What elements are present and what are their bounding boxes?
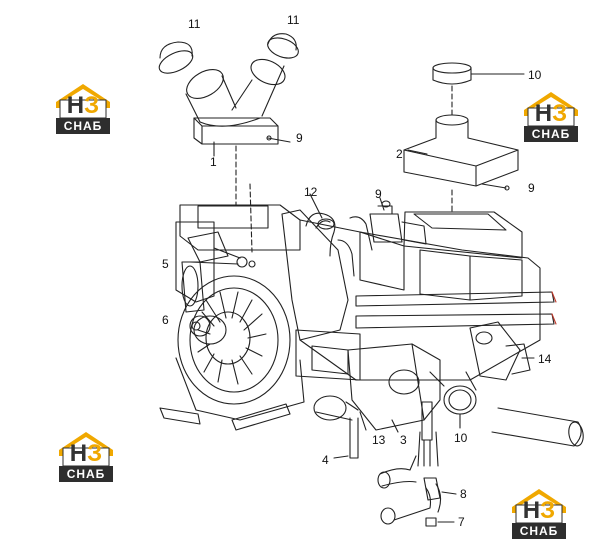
callout-3: 3 — [400, 433, 407, 447]
callout-9-left: 9 — [296, 131, 303, 145]
funnel-duct-2 — [403, 114, 519, 187]
logo-text: СНАБ — [66, 467, 106, 481]
logo-monogram: НЗ — [66, 92, 100, 119]
callout-12: 12 — [304, 185, 318, 199]
valve-block-5 — [187, 231, 256, 268]
callout-10-bottom: 10 — [454, 431, 468, 445]
cap-10 — [432, 62, 472, 85]
screw-9a — [267, 137, 291, 143]
hoses-12 — [305, 212, 373, 277]
screw-9b — [481, 183, 507, 189]
center-line-screw — [249, 183, 253, 253]
drain-tube — [417, 401, 439, 467]
house-logo-icon — [524, 92, 578, 142]
leader-3 — [391, 419, 399, 433]
leader-8 — [441, 491, 457, 495]
fittings-8 — [377, 455, 442, 525]
logo-text: СНАБ — [63, 119, 103, 133]
leader-5 — [189, 261, 239, 265]
callout-1: 1 — [210, 155, 217, 169]
leader-9c — [379, 197, 385, 211]
callout-2: 2 — [396, 147, 403, 161]
electric-motor-left — [181, 261, 205, 313]
electric-motor-14 — [469, 321, 531, 381]
twin-elbow-duct — [185, 58, 286, 127]
clamp-7 — [425, 517, 437, 527]
callout-9-mid: 9 — [375, 187, 382, 201]
house-logo-icon — [56, 84, 110, 134]
leader-4 — [333, 455, 349, 459]
rod-4 — [349, 417, 359, 459]
logo-text: СНАБ — [519, 524, 559, 538]
callout-9-right: 9 — [528, 181, 535, 195]
callout-10-top: 10 — [528, 68, 542, 82]
logo-text: СНАБ — [531, 127, 571, 141]
heater-housing — [159, 204, 541, 431]
outlet-hose — [491, 407, 584, 447]
logo-monogram: НЗ — [522, 497, 556, 524]
callout-13: 13 — [372, 433, 386, 447]
outlet-pipe-10 — [429, 371, 477, 415]
logo-monogram: НЗ — [69, 440, 103, 467]
screw-head-9a — [266, 135, 272, 141]
leader-2 — [407, 149, 428, 155]
screw-head-9b — [504, 185, 510, 191]
house-logo-icon — [512, 489, 566, 539]
callout-14: 14 — [538, 352, 552, 366]
blower-fan — [177, 275, 291, 405]
callout-4: 4 — [322, 453, 329, 467]
watermark-logo: НЗ СНАБ — [55, 428, 117, 484]
callout-8: 8 — [460, 487, 467, 501]
callout-11-left: 11 — [188, 17, 201, 31]
callout-5: 5 — [162, 257, 169, 271]
pipe-13 — [313, 395, 359, 421]
leader-12 — [309, 193, 323, 219]
watermark-logo: НЗ СНАБ — [52, 80, 114, 136]
house-logo-icon — [59, 432, 113, 482]
inlet-rings-11 — [158, 33, 299, 74]
logo-monogram: НЗ — [534, 100, 568, 127]
callout-7: 7 — [458, 515, 465, 529]
watermark-logo: НЗ СНАБ — [508, 485, 570, 541]
connection-rods — [355, 291, 557, 329]
watermark-logo: НЗ СНАБ — [520, 88, 582, 144]
duct-flange-1 — [193, 117, 279, 145]
callout-11-right: 11 — [287, 13, 300, 27]
leader-13 — [359, 411, 367, 431]
callout-6: 6 — [162, 313, 169, 327]
